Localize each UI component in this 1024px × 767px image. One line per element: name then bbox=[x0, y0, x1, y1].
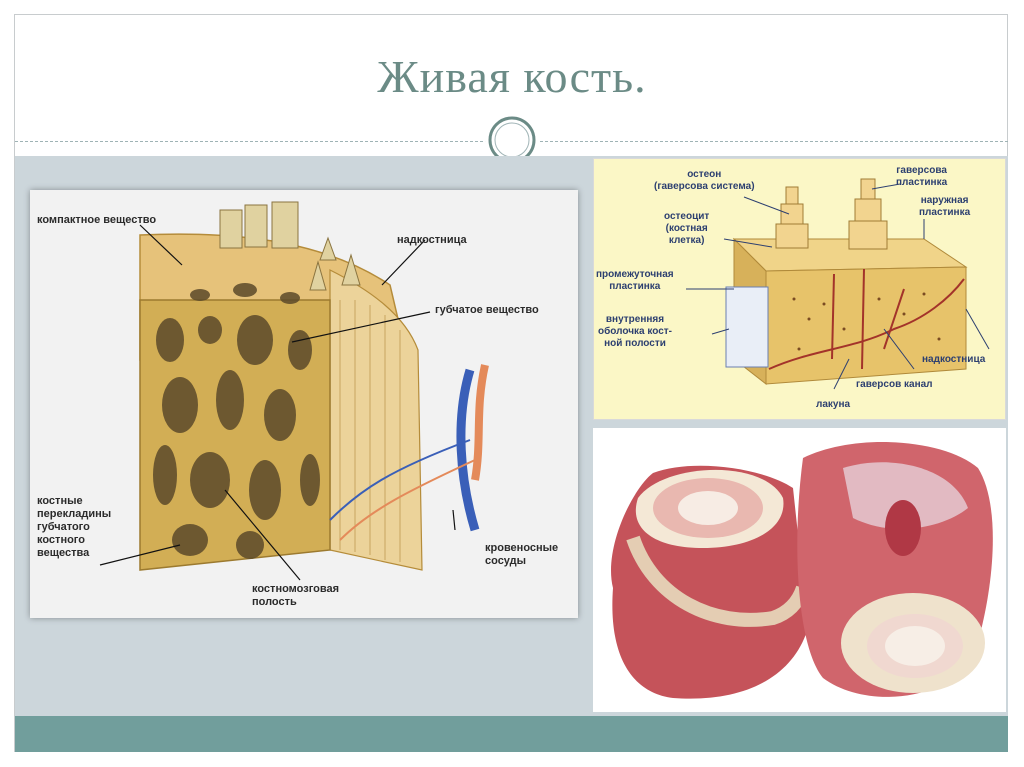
label-trabeculae: костные перекладины губчатого костного в… bbox=[37, 495, 112, 559]
bone-photo bbox=[593, 428, 1006, 712]
label-marrow-cavity: костномозговая полость bbox=[252, 583, 340, 608]
label-haversian-lamella: гаверсова пластинка bbox=[896, 165, 948, 188]
label-periosteum-micro: надкостница bbox=[922, 354, 986, 365]
label-osteocyte: остеоцит (костная клетка) bbox=[664, 211, 710, 246]
label-outer-lamella: наружная пластинка bbox=[919, 195, 971, 218]
label-inner-lining: внутренняя оболочка кост- ной полости bbox=[598, 314, 673, 349]
label-haversian-canal: гаверсов канал bbox=[856, 379, 933, 390]
label-osteon: остеон (гаверсова система) bbox=[654, 169, 755, 192]
label-lacuna: лакуна bbox=[816, 399, 851, 410]
slide-title: Живая кость. bbox=[377, 51, 647, 102]
label-compact-bone: компактное вещество bbox=[37, 214, 157, 226]
footer-band bbox=[15, 716, 1008, 752]
circle-ornament-icon bbox=[485, 113, 539, 167]
label-interstitial-lamella: промежуточная пластинка bbox=[596, 269, 674, 292]
cut-bone-photo bbox=[611, 441, 993, 699]
label-periosteum: надкостница bbox=[397, 234, 467, 246]
bone-structure-diagram: компактное вещество надкостница губчатое… bbox=[30, 190, 578, 618]
label-blood-vessels: кровеносные сосуды bbox=[485, 542, 559, 567]
label-spongy-bone: губчатое вещество bbox=[435, 304, 539, 316]
bone-microstructure-diagram: остеон (гаверсова система) гаверсова пла… bbox=[593, 158, 1006, 420]
microstructure-illustration bbox=[686, 178, 990, 390]
bone-section-illustration bbox=[99, 201, 489, 581]
